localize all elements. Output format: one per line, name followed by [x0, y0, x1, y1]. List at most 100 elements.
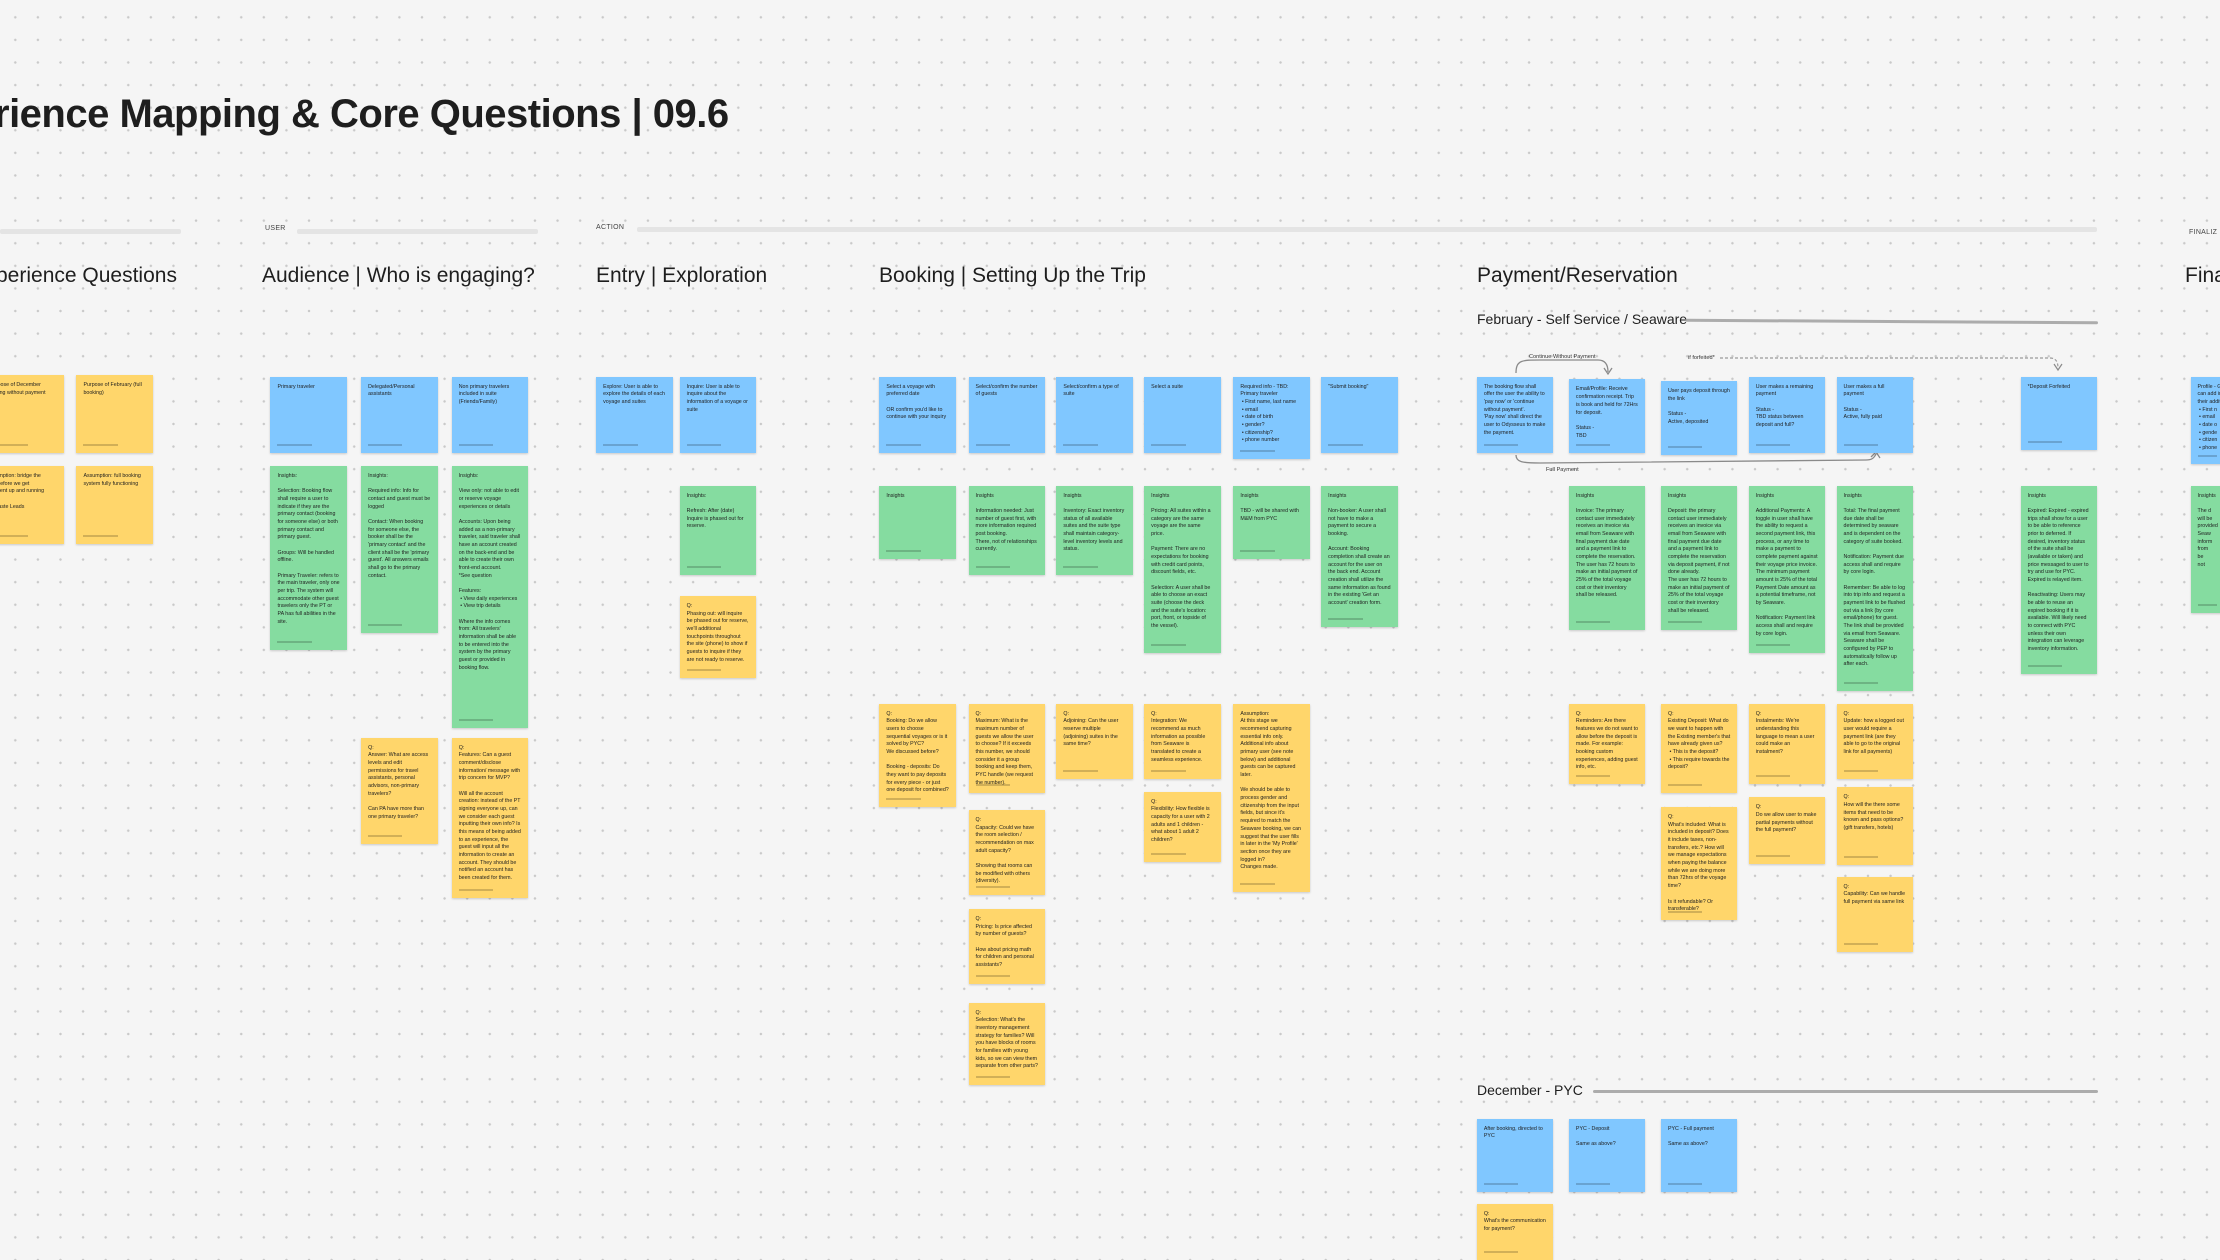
- sticky-note-yellow[interactable]: Q: Features: Can a guest comment/disclos…: [451, 737, 529, 898]
- sticky-note-yellow[interactable]: urpose of December oking without payment: [0, 375, 64, 454]
- arrowhead-forfeited: [2053, 363, 2063, 372]
- sticky-note-yellow[interactable]: Q: What's included: What is included in …: [1660, 807, 1738, 921]
- sticky-note-blue[interactable]: Non primary travelers included in suite …: [451, 376, 529, 454]
- sticky-note-green[interactable]: Insights Pricing: All suites within a ca…: [1144, 485, 1221, 653]
- sticky-note-text: Insights Non-booker: A user shall not ha…: [1328, 492, 1391, 607]
- sticky-note-green[interactable]: Insights: View only: not able to edit or…: [451, 465, 529, 728]
- sticky-note-green[interactable]: Insights Inventory: Exact inventory stat…: [1056, 485, 1133, 575]
- sticky-note-blue[interactable]: Email/Profile: Receive confirmation rece…: [1568, 379, 1646, 454]
- sticky-note-yellow[interactable]: Q: Answer: What are access levels and ed…: [361, 737, 438, 844]
- connector-full-payment: [1515, 453, 1877, 464]
- subsection-december-line: [1593, 1090, 2098, 1093]
- sticky-note-blue[interactable]: PYC - Full payment Same as above?: [1660, 1118, 1738, 1193]
- sticky-note-yellow[interactable]: Q: Integration: We recommend as much inf…: [1144, 703, 1221, 779]
- sticky-note-text: Assumption: At this stage we recommend c…: [1240, 710, 1301, 871]
- sticky-note-yellow[interactable]: Assumption: At this stage we recommend c…: [1233, 703, 1310, 893]
- sticky-note-green[interactable]: Insights Additional Payments: A toggle i…: [1748, 485, 1826, 653]
- sticky-note-green[interactable]: Insights Expired: Expired - expired trip…: [2020, 485, 2098, 674]
- sticky-note-blue[interactable]: Select a voyage with preferred date OR c…: [879, 376, 956, 454]
- sticky-note-blue[interactable]: Inquire: User is able to inquire about t…: [679, 376, 757, 454]
- sticky-note-text: Q: Capability: Can we handle full paymen…: [1843, 883, 1906, 905]
- sticky-note-blue[interactable]: Delegated/Personal assistants: [361, 376, 438, 454]
- sticky-note-yellow[interactable]: Q: Maximum: What is the maximum number o…: [968, 703, 1045, 793]
- sticky-note-text: Q: Flexibility: How flexible is capacity…: [1151, 798, 1210, 843]
- sticky-note-yellow[interactable]: Assumption: full booking system fully fu…: [76, 465, 153, 544]
- sticky-note-yellow[interactable]: Q: Capability: Can we handle full paymen…: [1836, 876, 1913, 952]
- sticky-note-text: Q: Instalments: We're understanding this…: [1755, 710, 1815, 756]
- sticky-note-blue[interactable]: User pays deposit through the link Statu…: [1660, 380, 1738, 455]
- sticky-note-blue[interactable]: Explore: User is able to explore the det…: [596, 376, 673, 454]
- sticky-author-line: [1483, 1251, 1519, 1254]
- sticky-note-blue[interactable]: "Submit booking": [1321, 376, 1398, 454]
- sticky-author-line: [975, 565, 1010, 568]
- sticky-note-text: Insights: Refresh: After (date) Inquire …: [686, 492, 744, 530]
- sticky-note-green[interactable]: Insights: [879, 485, 956, 560]
- sticky-note-yellow[interactable]: Q: What's the communication for payment?: [1476, 1203, 1554, 1260]
- sticky-author-line: [603, 444, 638, 447]
- sticky-note-text: Select/confirm the number of guests: [975, 383, 1039, 398]
- sticky-author-line: [1667, 445, 1703, 448]
- sticky-note-blue[interactable]: Required info - TBD: Primary traveler • …: [1233, 376, 1310, 459]
- sticky-note-blue[interactable]: PYC - Deposit Same as above?: [1568, 1118, 1646, 1193]
- sticky-note-text: Q: Capacity: Could we have the room sele…: [975, 816, 1035, 885]
- sticky-note-yellow[interactable]: Q: Update: how a logged out user would r…: [1836, 703, 1913, 779]
- sticky-note-blue[interactable]: *Deposit Forfeited: [2020, 376, 2098, 451]
- sticky-note-text: User makes a remaining payment Status - …: [1755, 383, 1814, 428]
- sticky-note-green[interactable]: Insights Invoice: The primary contact us…: [1568, 485, 1646, 631]
- sticky-note-yellow[interactable]: Q: Adjoining: Can the user reserve multi…: [1056, 703, 1133, 779]
- section-entry: Entry | Exploration: [596, 264, 768, 287]
- sticky-note-yellow[interactable]: Q: How will the there some items that ne…: [1836, 787, 1913, 866]
- sticky-note-yellow[interactable]: Q: Booking: Do we allow users to choose …: [879, 703, 956, 808]
- sticky-note-blue[interactable]: The booking flow shall offer the user th…: [1476, 376, 1554, 454]
- sticky-note-text: Primary traveler: [277, 383, 315, 390]
- sticky-note-yellow[interactable]: Q: Existing Deposit: What do we want to …: [1660, 703, 1738, 793]
- sticky-author-line: [1240, 883, 1275, 886]
- sticky-note-green[interactable]: Insights: Refresh: After (date) Inquire …: [679, 485, 757, 575]
- sticky-author-line: [1575, 775, 1611, 778]
- sticky-author-line: [277, 640, 312, 643]
- board-title: rience Mapping & Core Questions | 09.6: [0, 92, 729, 136]
- sticky-note-green[interactable]: Insights TBD - will be shared with M&M f…: [1233, 485, 1310, 560]
- sticky-note-green[interactable]: Insights: Required info: Info for contac…: [361, 465, 438, 633]
- sticky-note-text: Select/confirm a type of suite: [1063, 383, 1121, 398]
- sticky-note-yellow[interactable]: Q: Pricing: Is price affected by number …: [968, 909, 1045, 985]
- sticky-note-yellow[interactable]: Q: Capacity: Could we have the room sele…: [968, 809, 1045, 895]
- sticky-note-text: Purpose of February (full booking): [83, 382, 144, 396]
- sticky-note-green[interactable]: Insights: Selection: Booking flow shall …: [270, 465, 347, 650]
- sticky-note-yellow[interactable]: sumption: bridge the g before we get yme…: [0, 465, 64, 544]
- sticky-note-blue[interactable]: Select a suite: [1144, 376, 1221, 454]
- sticky-note-yellow[interactable]: Q: Reminders: Are there features we do n…: [1568, 703, 1646, 785]
- sticky-note-yellow[interactable]: Q: Flexibility: How flexible is capacity…: [1144, 791, 1221, 863]
- sticky-note-yellow[interactable]: Purpose of February (full booking): [76, 375, 153, 454]
- sticky-note-green[interactable]: Insights Non-booker: A user shall not ha…: [1321, 485, 1398, 628]
- sticky-note-blue[interactable]: Primary traveler: [270, 376, 347, 454]
- sticky-note-yellow[interactable]: Q: Do we allow user to make partial paym…: [1748, 797, 1826, 864]
- sticky-note-text: Q: Integration: We recommend as much inf…: [1151, 710, 1206, 763]
- sticky-note-green[interactable]: Insights Deposit: the primary contact us…: [1660, 485, 1738, 631]
- sticky-note-blue[interactable]: Profile - G can add in their addit • Fir…: [2190, 376, 2220, 465]
- section-payment: Payment/Reservation: [1477, 264, 1678, 287]
- sticky-note-blue[interactable]: User makes a remaining payment Status - …: [1748, 376, 1826, 454]
- sticky-author-line: [1575, 444, 1611, 447]
- connector-if-forfeited: [1720, 357, 2059, 369]
- sticky-note-yellow[interactable]: Q: Instalments: We're understanding this…: [1748, 703, 1826, 785]
- sticky-note-text: Insights The d will be provided Seaw inf…: [2197, 492, 2218, 568]
- sticky-author-line: [2027, 441, 2063, 444]
- section-booking: Booking | Setting Up the Trip: [879, 264, 1146, 287]
- sticky-author-line: [2197, 455, 2217, 458]
- sticky-note-green[interactable]: Insights Information needed: Just number…: [968, 485, 1045, 575]
- sticky-note-blue[interactable]: Select/confirm the number of guests: [968, 376, 1045, 454]
- sticky-note-text: Insights: Selection: Booking flow shall …: [277, 472, 340, 625]
- sticky-author-line: [886, 444, 921, 447]
- sticky-note-text: User makes a full payment Status - Activ…: [1843, 383, 1885, 421]
- sticky-note-yellow[interactable]: Q: Phasing out: will inquire be phased o…: [679, 596, 757, 679]
- sticky-note-yellow[interactable]: Q: Selection: What's the inventory manag…: [968, 1002, 1045, 1085]
- sticky-note-blue[interactable]: User makes a full payment Status - Activ…: [1836, 376, 1913, 454]
- sticky-note-green[interactable]: Insights The d will be provided Seaw inf…: [2190, 485, 2220, 614]
- sticky-note-blue[interactable]: After booking, directed to PYC: [1476, 1118, 1554, 1193]
- sticky-note-text: Insights Total: The final payment due da…: [1843, 492, 1906, 668]
- sticky-note-text: Q: What's the communication for payment?: [1483, 1210, 1546, 1232]
- sticky-note-blue[interactable]: Select/confirm a type of suite: [1056, 376, 1133, 454]
- sticky-author-line: [1151, 444, 1186, 447]
- sticky-note-green[interactable]: Insights Total: The final payment due da…: [1836, 485, 1913, 691]
